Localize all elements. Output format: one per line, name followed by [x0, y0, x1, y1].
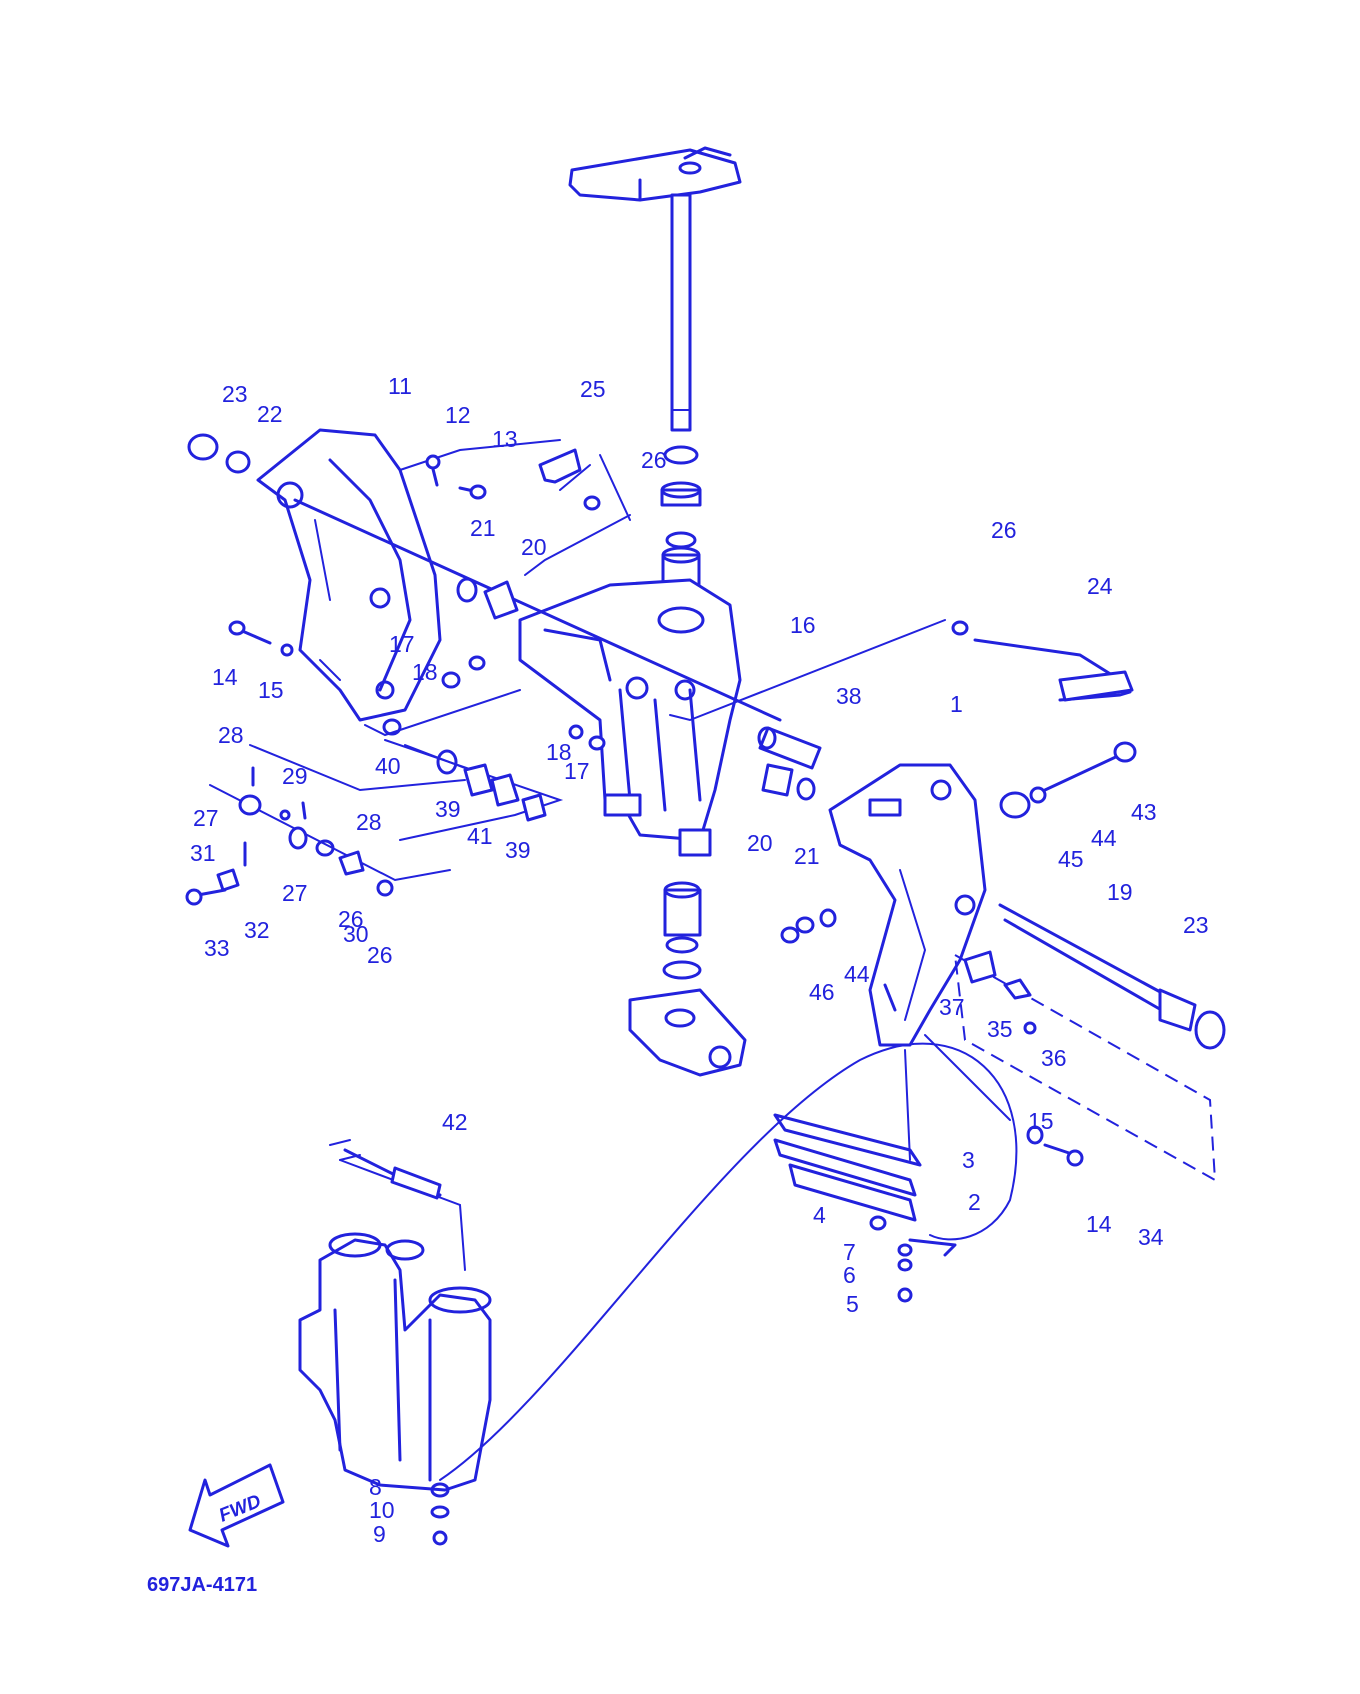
- part-label-31: 31: [190, 840, 216, 866]
- wiring-harness: [329, 1139, 442, 1200]
- swivel-bracket: [518, 578, 742, 857]
- part-label-18: 18: [546, 739, 572, 765]
- part-label-44: 44: [1091, 825, 1117, 851]
- part-label-12: 12: [445, 402, 471, 428]
- right-clamp-bracket: [828, 763, 987, 1047]
- part-label-26: 26: [991, 517, 1017, 543]
- part-label-24: 24: [1087, 573, 1113, 599]
- part-label-32: 32: [244, 917, 270, 943]
- part-label-8: 8: [369, 1474, 382, 1500]
- part-label-29: 29: [282, 763, 308, 789]
- part-label-27: 27: [193, 805, 219, 831]
- part-label-19: 19: [1107, 879, 1133, 905]
- part-label-20: 20: [747, 830, 773, 856]
- part-label-15: 15: [258, 677, 284, 703]
- part-label-30: 30: [343, 921, 369, 947]
- part-label-40: 40: [375, 753, 401, 779]
- part-labels: 1234567891011121314141515161717181819202…: [190, 373, 1209, 1547]
- part-label-13: 13: [492, 426, 518, 452]
- part-label-38: 38: [836, 683, 862, 709]
- part-label-16: 16: [790, 612, 816, 638]
- part-label-7: 7: [843, 1239, 856, 1265]
- sensor-lead-wire: [439, 1042, 1018, 1481]
- part-label-26: 26: [641, 447, 667, 473]
- part-label-22: 22: [257, 401, 283, 427]
- part-label-27: 27: [282, 880, 308, 906]
- tilt-lever: [973, 638, 1134, 702]
- steering-arm: [568, 146, 742, 432]
- part-label-9: 9: [373, 1521, 386, 1547]
- hardware-bolts-nuts: [185, 433, 1137, 1546]
- part-label-42: 42: [442, 1109, 468, 1135]
- diagram-code: 697JA-4171: [147, 1574, 257, 1596]
- part-label-25: 25: [580, 376, 606, 402]
- part-label-35: 35: [987, 1016, 1013, 1042]
- part-label-14: 14: [1086, 1211, 1112, 1237]
- part-label-43: 43: [1131, 799, 1157, 825]
- part-label-39: 39: [435, 796, 461, 822]
- part-label-20: 20: [521, 534, 547, 560]
- part-label-34: 34: [1138, 1224, 1164, 1250]
- part-label-17: 17: [564, 758, 590, 784]
- part-label-2: 2: [968, 1189, 981, 1215]
- part-label-17: 17: [389, 631, 415, 657]
- part-label-23: 23: [1183, 912, 1209, 938]
- part-label-11: 11: [388, 373, 412, 399]
- part-label-46: 46: [809, 979, 835, 1005]
- part-label-5: 5: [846, 1291, 859, 1317]
- part-label-26: 26: [338, 906, 364, 932]
- part-label-44: 44: [844, 961, 870, 987]
- part-label-26: 26: [367, 942, 393, 968]
- part-label-10: 10: [369, 1497, 395, 1523]
- part-label-36: 36: [1041, 1045, 1067, 1071]
- part-label-15: 15: [1028, 1108, 1054, 1134]
- part-label-23: 23: [222, 381, 248, 407]
- part-label-33: 33: [204, 935, 230, 961]
- part-label-41: 41: [467, 823, 493, 849]
- part-label-45: 45: [1058, 846, 1084, 872]
- part-label-3: 3: [962, 1147, 975, 1173]
- part-label-21: 21: [794, 843, 820, 869]
- part-label-28: 28: [218, 722, 244, 748]
- part-label-37: 37: [939, 994, 965, 1020]
- sender-plate: [773, 1113, 957, 1257]
- part-label-21: 21: [470, 515, 496, 541]
- tilt-tube: [293, 498, 1226, 1050]
- part-label-18: 18: [412, 659, 438, 685]
- part-label-28: 28: [356, 809, 382, 835]
- fwd-arrow-icon: FWD: [188, 1463, 285, 1548]
- part-label-4: 4: [813, 1202, 826, 1228]
- part-label-1: 1: [950, 691, 963, 717]
- lower-yoke: [628, 881, 747, 1077]
- power-tilt-trim-unit: [298, 1159, 492, 1492]
- part-label-39: 39: [505, 837, 531, 863]
- part-label-14: 14: [212, 664, 238, 690]
- part-label-6: 6: [843, 1262, 856, 1288]
